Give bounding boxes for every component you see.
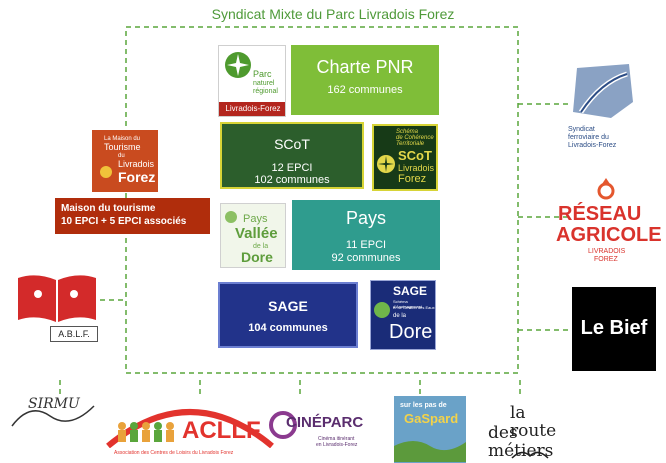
scot-tree-icon — [377, 155, 395, 173]
tourisme-logo-line2: Tourisme — [104, 142, 141, 152]
sage-logo-name: SAGE — [393, 284, 428, 298]
maison-tourisme-box: Maison du tourisme 10 EPCI + 5 EPCI asso… — [55, 198, 210, 234]
sage-logo-line1: Schéma d'Aménagement — [393, 299, 423, 309]
reseau-line4: FOREZ — [594, 256, 618, 263]
sage-box: SAGE 104 communes — [218, 282, 358, 348]
scot-logo-line2: de Cohérence — [396, 135, 434, 141]
gaspard-landscape-icon — [394, 441, 466, 462]
gaspard-logo: sur les pas de GaSpard — [394, 396, 466, 463]
ferroviaire-line2: ferroviaire du — [568, 134, 609, 141]
cineparc-sub2: en Livradois-Forez — [316, 442, 358, 448]
sage-logo-line4: Dore — [389, 321, 433, 343]
scot-detail-communes: 102 communes — [254, 174, 330, 186]
pays-logo: Pays Vallée de la Dore — [220, 203, 286, 268]
sirmu-logo: SIRMU — [10, 390, 96, 438]
pays-flower-icon — [225, 211, 237, 223]
tourisme-logo-line1: La Maison du — [104, 136, 141, 142]
pays-logo-line3: de la — [253, 243, 269, 250]
ferroviaire-line1: Syndicat — [568, 126, 595, 133]
ablf-logo: A.B.L.F. — [14, 270, 100, 342]
diagram-title: Syndicat Mixte du Parc Livradois Forez — [211, 6, 455, 22]
reseau-line3: LIVRADOIS — [588, 248, 626, 255]
pays-box: Pays 11 EPCI 92 communes — [292, 200, 440, 270]
le-bief-label: Le Bief — [580, 317, 648, 339]
scot-detail-epci: 12 EPCI — [271, 162, 313, 174]
pnr-logo-line4: Livradois-Forez — [219, 102, 285, 116]
tourisme-sun-icon — [100, 166, 112, 178]
scot-title: SCoT — [274, 136, 310, 152]
pnr-logo-line2: naturel — [253, 80, 275, 87]
reseau-agricole-logo: RÉSEAU AGRICOLE LIVRADOIS FOREZ — [554, 176, 664, 272]
ferroviaire-line3: Livradois-Forez — [568, 142, 617, 149]
tourisme-logo-line3: du — [118, 153, 125, 159]
scot-box: SCoT 12 EPCI 102 communes — [220, 122, 364, 189]
scot-logo-line1: Schéma — [396, 129, 419, 135]
pnr-logo-line3: régional — [253, 88, 278, 95]
cineparc-sub1: Cinéma itinérant — [318, 436, 355, 442]
sage-logo: SAGE Schéma d'Aménagement et de Gestion … — [370, 280, 436, 350]
route-line2: des métiers — [488, 423, 554, 461]
maison-tourisme-logo: La Maison du Tourisme du Livradois Forez — [92, 130, 158, 192]
tourisme-logo-line5: Forez — [118, 169, 156, 185]
acllf-logo: ACLLF Association des Centres de Loisirs… — [100, 392, 280, 463]
pays-title: Pays — [345, 208, 387, 228]
charte-pnr-box: Charte PNR 162 communes — [291, 45, 439, 115]
gaspard-line2: GaSpard — [404, 411, 459, 426]
ablf-book-icon — [18, 275, 96, 322]
pays-logo-line4: Dore — [241, 249, 273, 265]
pays-logo-line1: Pays — [243, 213, 268, 225]
cineparc-name: CINÉPARC — [286, 414, 364, 431]
sage-drop-icon — [374, 302, 390, 318]
sage-title: SAGE — [268, 298, 308, 314]
acllf-sub: Association des Centres de Loisirs du Li… — [114, 450, 234, 456]
ablf-label: A.B.L.F. — [50, 326, 98, 342]
pnr-logo-line1: Parc — [253, 69, 272, 79]
route-line1: la route — [510, 403, 557, 441]
pnr-tree-icon — [225, 52, 251, 78]
sage-detail: 104 communes — [248, 322, 328, 334]
pays-logo-line2: Vallée — [235, 225, 278, 242]
acllf-arc-icon — [106, 409, 274, 448]
scot-logo-name: SCoT — [398, 148, 432, 163]
syndicat-ferroviaire-logo: Syndicat ferroviaire du Livradois-Forez — [568, 62, 638, 160]
tourisme-detail: 10 EPCI + 5 EPCI associés — [61, 216, 187, 227]
sage-logo-line3: de la — [393, 313, 407, 319]
pnr-logo: Parc naturel régional Livradois-Forez — [218, 45, 286, 117]
tourisme-logo-line4: Livradois — [118, 159, 155, 169]
cineparc-logo: CINÉPARC Cinéma itinérant en Livradois-F… — [268, 404, 368, 460]
acllf-name: ACLLF — [182, 417, 261, 444]
gaspard-line1: sur les pas de — [400, 402, 447, 409]
scot-logo: Schéma de Cohérence Territoriale SCoT Li… — [372, 124, 438, 191]
railway-icon — [573, 64, 633, 118]
scot-logo-line5: Forez — [398, 173, 427, 185]
charte-pnr-detail: 162 communes — [327, 84, 403, 96]
reseau-leaf-icon — [597, 178, 615, 200]
sirmu-wave-icon — [11, 405, 95, 427]
scot-logo-line4: Livradois — [398, 163, 435, 173]
scot-logo-line3: Territoriale — [396, 141, 425, 147]
sirmu-label: SIRMU — [28, 396, 80, 412]
route-hands-icon — [511, 451, 549, 459]
sage-logo-line2: et de Gestion des Eaux — [393, 305, 435, 310]
reseau-line1: RÉSEAU — [558, 203, 642, 225]
tourisme-title: Maison du tourisme — [61, 203, 156, 214]
reseau-line2: AGRICOLE — [556, 224, 662, 246]
cineparc-reel-icon — [269, 411, 297, 439]
pays-detail-epci: 11 EPCI — [345, 239, 387, 251]
route-metiers-logo: la route des métiers — [484, 402, 576, 463]
pays-detail-communes: 92 communes — [331, 252, 401, 264]
charte-pnr-title: Charte PNR — [316, 57, 414, 77]
le-bief-logo: Le Bief — [572, 287, 656, 371]
